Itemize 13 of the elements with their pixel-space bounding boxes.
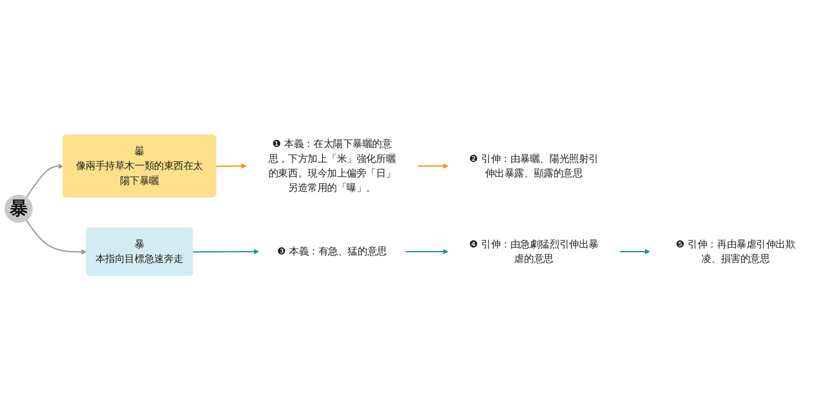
arrow [418,163,448,169]
node-text: ❷ 引伸：由暴曬、陽光照射引伸出暴露、顯露的意思 [469,152,598,179]
arrow [192,248,260,254]
node-text: ❺ 引伸：再由暴虐引伸出欺凌、損害的意思 [676,238,796,264]
node-text: ❸ 本義：有急、猛的意思 [277,246,387,258]
arrow [26,164,64,198]
node-text: ❶ 本義：在太陽下暴曬的意思，下方加上「米」強化所曬的東西。現今加上偏旁「日」另造常用的「曝」。 [268,138,396,194]
node-circle: 暴 [4,194,33,223]
node-text: ❹ 引伸：由急劇猛烈引伸出暴虐的意思 [469,238,598,264]
arrow [619,248,650,254]
arrow [405,248,448,254]
arrow [216,163,247,169]
arrow [26,220,87,255]
